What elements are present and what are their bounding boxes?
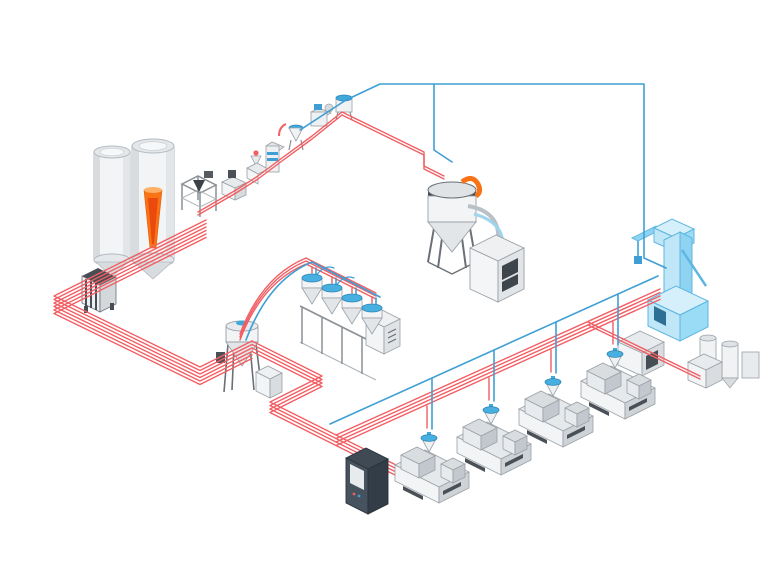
- red-drops-drying-hoppers: [311, 266, 373, 304]
- orange-elbow-pipe: [460, 176, 483, 199]
- blue-main-loop: [299, 83, 667, 269]
- blue-drying-header: [245, 261, 381, 341]
- drying-hopper-1: [301, 273, 323, 305]
- dehumidifier-unit: [468, 234, 526, 303]
- support-frame-stand: [180, 171, 218, 217]
- vent-grille: [502, 274, 518, 292]
- blue-drop-crystallizer: [433, 83, 453, 163]
- blue-vacuum-network: [245, 83, 667, 430]
- blue-hopper-hoses: [315, 266, 355, 287]
- dosing-unit-1: [221, 170, 247, 201]
- drying-hopper-station: [301, 273, 383, 335]
- console-screen: [350, 464, 364, 490]
- storage-silo-left: [93, 145, 131, 278]
- gantry-loader: [630, 218, 710, 342]
- blue-drops-drying-hoppers: [315, 267, 377, 305]
- crystallizer-hopper: [427, 176, 483, 275]
- red-conveying-network: [53, 111, 701, 478]
- drying-hopper-4: [361, 303, 383, 335]
- drying-hopper-3: [341, 293, 363, 325]
- central-console: [344, 447, 390, 515]
- drying-hopper-2: [321, 283, 343, 315]
- blue-drops-machines: [431, 293, 619, 430]
- red-drops-machines: [426, 321, 614, 429]
- storage-silo-right: [131, 138, 175, 280]
- small-tank-2: [721, 340, 739, 389]
- vent-grille: [502, 258, 518, 280]
- receiver-unit-4: [278, 123, 304, 151]
- material-flow-cutaway: [143, 187, 163, 249]
